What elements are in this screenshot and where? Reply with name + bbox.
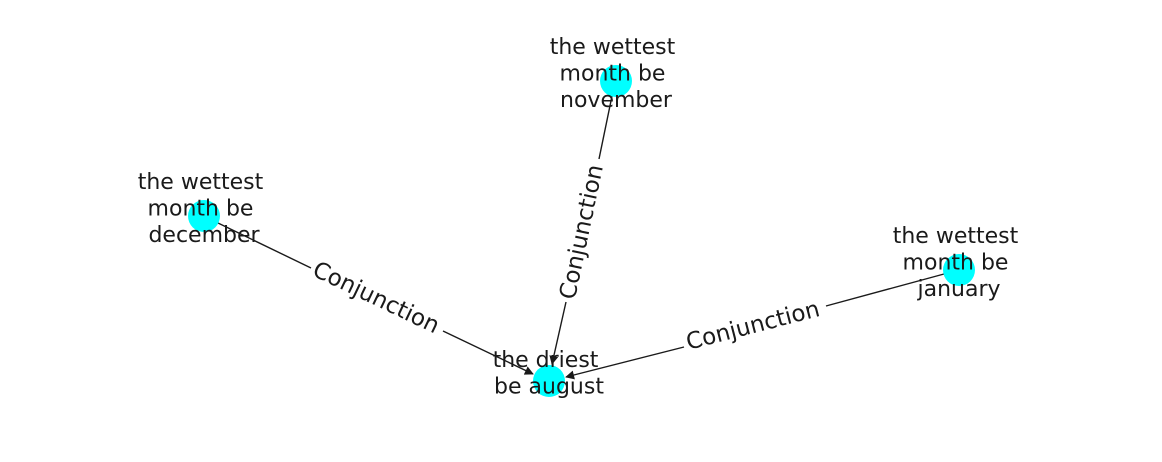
node-label-line: the wettest <box>550 35 676 60</box>
node-label-line: november <box>560 88 673 113</box>
node-label-line: the wettest <box>893 224 1019 249</box>
edge-label-november-august: Conjunction <box>555 162 609 301</box>
node-label-january: the wettest month be january <box>893 224 1026 302</box>
node-label-november: the wettest month be november <box>550 35 683 113</box>
node-label-august: the driest be august <box>493 348 606 400</box>
edge-december-august <box>217 222 534 375</box>
node-label-line: january <box>916 277 1000 302</box>
edge-label-january-august: Conjunction <box>683 296 822 355</box>
node-label-line: the driest <box>493 348 599 373</box>
node-label-december: the wettest month be december <box>138 170 271 248</box>
edge-line-segment <box>217 222 312 269</box>
node-label-line: the wettest <box>138 170 264 195</box>
node-label-line: month be <box>903 251 1009 276</box>
node-august <box>533 365 565 397</box>
node-december <box>188 200 220 232</box>
node-january <box>943 254 975 286</box>
edge-line-segment <box>565 346 685 380</box>
edge-label-december-august: Conjunction <box>309 257 444 339</box>
edge-january-august <box>565 273 945 380</box>
edge-line-segment <box>598 95 613 160</box>
edge-line-segment <box>442 330 534 375</box>
node-label-line: month be <box>148 197 254 222</box>
edge-line-segment <box>825 273 945 307</box>
edge-november-august <box>549 95 613 365</box>
node-label-line: month be <box>560 62 666 87</box>
node-november <box>600 65 632 97</box>
edge-line-segment <box>549 301 567 365</box>
node-label-line: december <box>148 223 260 248</box>
node-label-line: be august <box>494 375 604 400</box>
